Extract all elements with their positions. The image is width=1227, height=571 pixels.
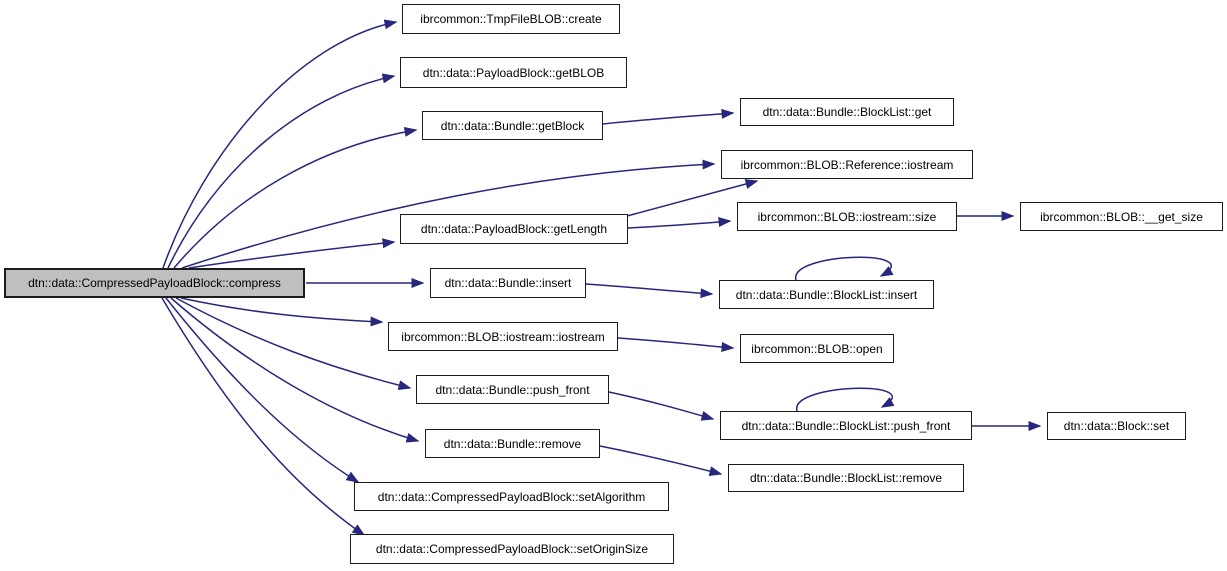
graph-node-blocklist_insert[interactable]: dtn::data::Bundle::BlockList::insert: [719, 280, 934, 309]
graph-edge-compress-to-blob_iostream_ctor: [180, 297, 384, 327]
graph-node-iostream_size[interactable]: ibrcommon::BLOB::iostream::size: [737, 202, 957, 231]
graph-node-block_set[interactable]: dtn::data::Block::set: [1047, 412, 1186, 440]
graph-node-setOriginSize[interactable]: dtn::data::CompressedPayloadBlock::setOr…: [350, 534, 674, 564]
graph-edge-bundle_push_front-to-blocklist_push_front: [608, 391, 715, 421]
graph-edge-compress-to-getBlock: [173, 126, 418, 269]
graph-edge-compress-to-getBLOB: [167, 73, 396, 269]
graph-node-bundle_remove[interactable]: dtn::data::Bundle::remove: [425, 429, 600, 458]
graph-node-blocklist_push_front[interactable]: dtn::data::Bundle::BlockList::push_front: [720, 411, 972, 440]
graph-edge-compress-to-setAlgorithm: [165, 297, 360, 483]
graph-node-bundle_push_front[interactable]: dtn::data::Bundle::push_front: [416, 375, 609, 404]
graph-node-blocklist_get[interactable]: dtn::data::Bundle::BlockList::get: [740, 98, 954, 126]
graph-edge-compress-to-bundle_push_front: [175, 297, 412, 391]
graph-node-blob_open[interactable]: ibrcommon::BLOB::open: [740, 334, 894, 363]
graph-node-setAlgorithm[interactable]: dtn::data::CompressedPayloadBlock::setAl…: [354, 482, 669, 511]
graph-edge-bundle_remove-to-blocklist_remove: [599, 445, 723, 476]
graph-node-blocklist_remove[interactable]: dtn::data::Bundle::BlockList::remove: [728, 464, 964, 492]
graph-edge-getLength-to-ref_iostream: [626, 179, 759, 217]
graph-node-blob_iostream_ctor[interactable]: ibrcommon::BLOB::iostream::iostream: [388, 322, 618, 351]
graph-node-get_size[interactable]: ibrcommon::BLOB::__get_size: [1020, 202, 1223, 231]
graph-node-create[interactable]: ibrcommon::TmpFileBLOB::create: [402, 4, 620, 34]
graph-edge-getBlock-to-blocklist_get: [602, 108, 735, 125]
graph-node-ref_iostream[interactable]: ibrcommon::BLOB::Reference::iostream: [721, 150, 973, 179]
graph-edge-compress-to-bundle_remove: [170, 297, 420, 443]
graph-edge-compress-to-setOriginSize: [161, 297, 366, 536]
graph-node-getLength[interactable]: dtn::data::PayloadBlock::getLength: [400, 214, 628, 244]
graph-node-compress: dtn::data::CompressedPayloadBlock::compr…: [4, 268, 305, 298]
graph-node-getBLOB[interactable]: dtn::data::PayloadBlock::getBLOB: [400, 57, 627, 88]
graph-node-getBlock[interactable]: dtn::data::Bundle::getBlock: [422, 111, 603, 140]
graph-edge-compress-to-getLength: [188, 238, 396, 269]
graph-node-bundle_insert[interactable]: dtn::data::Bundle::insert: [430, 268, 586, 298]
graph-edge-blob_iostream_ctor-to-blob_open: [617, 337, 735, 352]
graph-edge-blocklist_push_front-to-blocklist_push_front: [796, 387, 895, 412]
graph-edge-bundle_insert-to-blocklist_insert: [585, 283, 714, 299]
graph-edge-compress-to-ref_iostream: [181, 159, 716, 269]
graph-edge-compress-to-create: [162, 19, 398, 269]
graph-edge-getLength-to-iostream_size: [627, 217, 732, 229]
graph-edge-blocklist_insert-to-blocklist_insert: [795, 256, 894, 281]
